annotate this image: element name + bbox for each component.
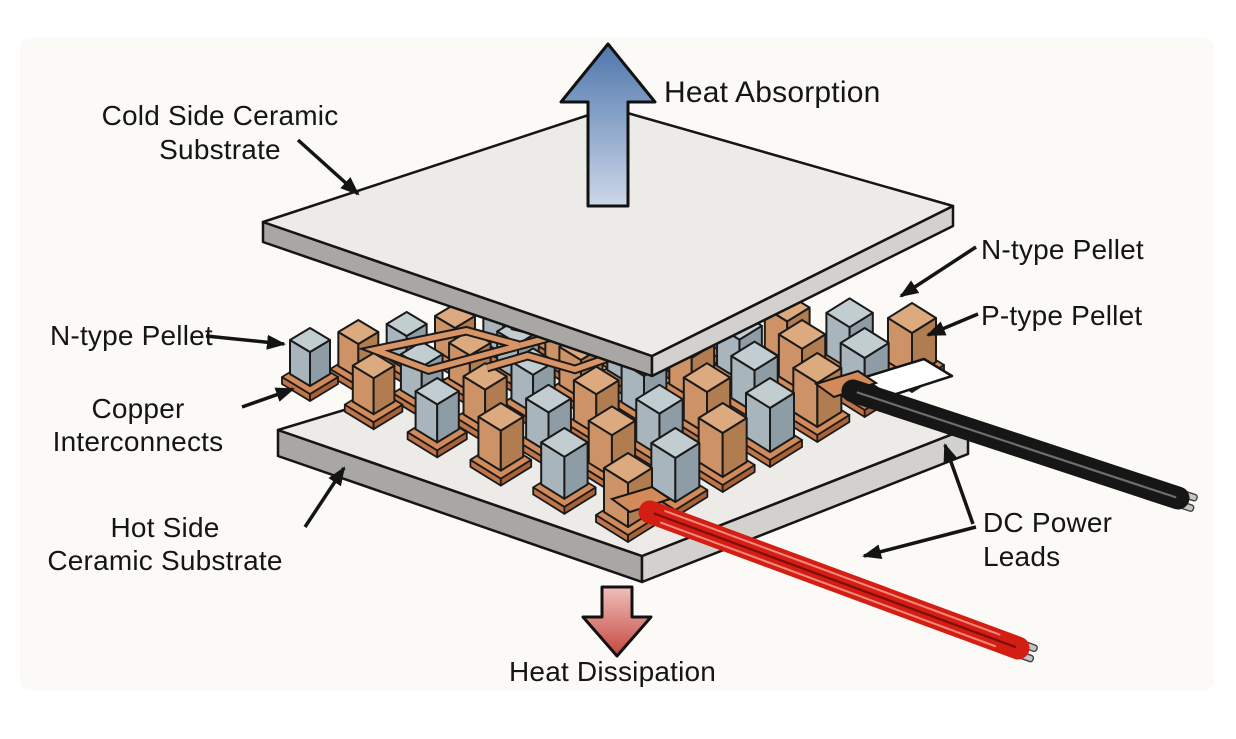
black-power-lead-divider <box>856 391 1177 499</box>
p-type-pellet <box>337 319 380 345</box>
n-type-pellet <box>385 311 428 337</box>
hot-substrate-label-line2: Ceramic Substrate <box>47 545 283 576</box>
heat-dissipation-label: Heat Dissipation <box>509 656 717 687</box>
p-type-pellet <box>697 402 748 434</box>
p-type-pellet <box>603 452 653 484</box>
dc-power-leads-label: DC Power Leads <box>983 506 1112 574</box>
n-type-pellet-right-label: N-type Pellet <box>981 234 1144 265</box>
cold-substrate-label: Cold Side Ceramic Substrate <box>90 99 350 167</box>
n-type-pellet <box>745 377 795 409</box>
n-type-pellet <box>289 327 331 353</box>
p-type-pellet <box>477 402 525 432</box>
cold-plate-top-face <box>261 106 955 358</box>
p-type-pellet <box>587 405 637 437</box>
heat-absorption-arrow-icon <box>559 42 657 208</box>
p-type-pellet <box>887 302 937 334</box>
dc-power-leads <box>638 379 1198 663</box>
n-type-pellet <box>730 340 779 372</box>
dc-leads-red-leader-arrow <box>862 525 977 559</box>
p-type-pellet <box>351 352 396 380</box>
n-type-pellet <box>525 383 572 414</box>
copper-trace <box>486 351 619 373</box>
red-power-lead-highlight <box>664 510 1001 636</box>
hot-substrate-leader-arrow <box>303 466 346 528</box>
p-type-pellet <box>682 362 732 393</box>
cold-side-substrate <box>261 106 955 378</box>
n-type-pellet-left-label: N-type Pellet <box>50 320 213 351</box>
n-type-pellet <box>825 297 874 329</box>
dc-power-leads-label-line2: Leads <box>983 541 1061 572</box>
n-type-pellet <box>540 427 589 458</box>
hot-substrate-label: Hot Side Ceramic Substrate <box>25 511 305 577</box>
n-type-pellet <box>650 427 701 459</box>
cold-substrate-leader-arrow <box>296 138 360 196</box>
red-lead-solder-pad <box>609 485 673 514</box>
red-power-lead <box>638 500 1038 663</box>
p-type-pellet <box>572 365 620 396</box>
copper-interconnects-label-line2: Interconnects <box>52 426 224 457</box>
hot-substrate-label-line1: Hot Side <box>110 512 220 543</box>
red-power-lead-highlight <box>659 521 997 648</box>
copper-interconnects-label-line1: Copper <box>91 393 185 424</box>
copper-interconnects-leader-arrow <box>241 387 295 409</box>
p-type-pellet <box>777 319 827 350</box>
p-type-pellet-label: P-type Pellet <box>981 300 1143 331</box>
n-type-pellet <box>414 377 460 406</box>
n-type-left-leader-arrow <box>205 334 286 350</box>
p-type-leader-arrow <box>926 312 979 337</box>
dc-power-leads-label-line1: DC Power <box>983 507 1113 538</box>
leader-arrows <box>205 138 979 559</box>
black-power-lead <box>841 379 1198 512</box>
red-power-lead-divider <box>653 512 1017 649</box>
n-type-right-leader-arrow <box>899 245 977 298</box>
cold-substrate-label-line2: Substrate <box>159 134 281 165</box>
dc-leads-black-leader-arrow <box>943 443 975 525</box>
n-type-pellet <box>635 383 684 415</box>
cold-substrate-label-line1: Cold Side Ceramic <box>101 100 339 131</box>
n-type-pellet <box>839 327 890 359</box>
heat-dissipation-arrow-icon <box>581 585 653 658</box>
heat-absorption-label: Heat Absorption <box>664 76 881 109</box>
copper-interconnects-label: Copper Interconnects <box>33 392 243 458</box>
p-type-pellet <box>792 352 843 384</box>
